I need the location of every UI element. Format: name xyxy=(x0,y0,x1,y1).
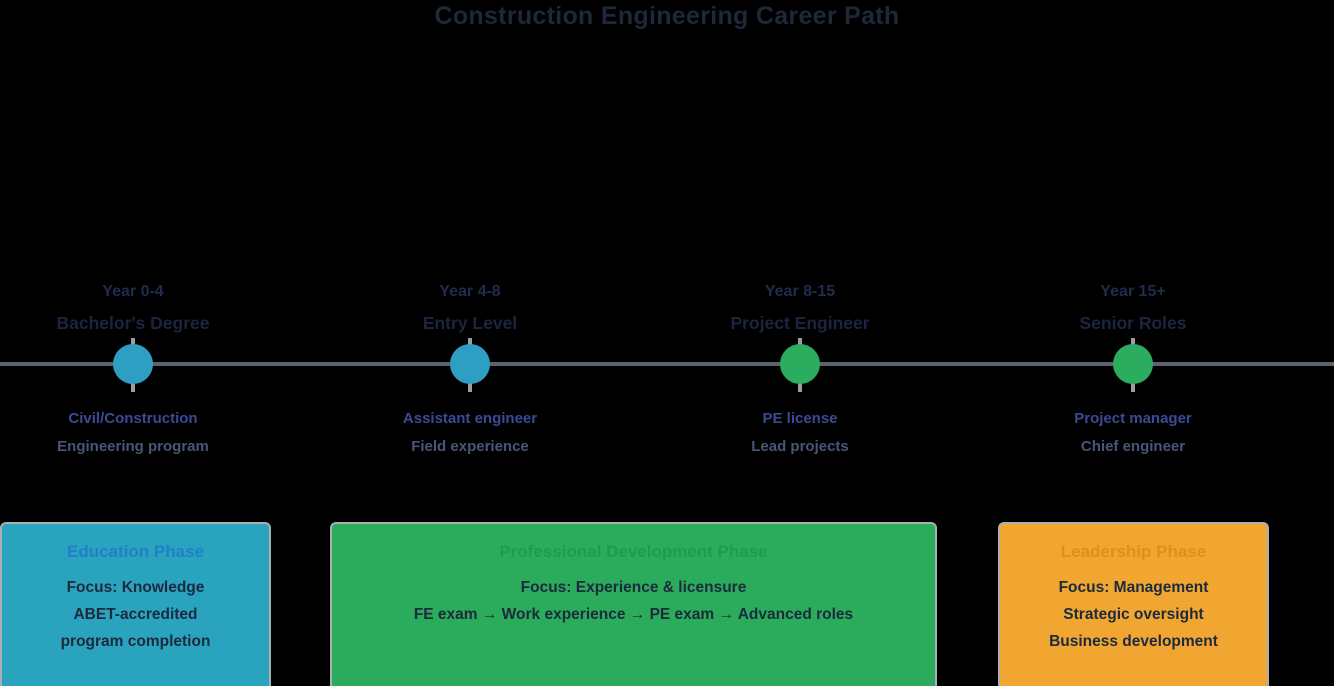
milestone-detail-1: Civil/Construction xyxy=(68,410,198,427)
phase-title: Professional Development Phase xyxy=(499,542,768,561)
milestone-detail-2: Engineering program xyxy=(57,438,209,455)
milestone-year-label: Year 0-4 xyxy=(102,283,164,300)
milestone-dot-icon xyxy=(780,344,820,384)
milestone-year-label: Year 15+ xyxy=(1100,283,1166,300)
milestone-role-label: Entry Level xyxy=(422,313,518,333)
phase-text-line: Business development xyxy=(1049,633,1218,650)
phase-box: Professional Development Phase Focus: Ex… xyxy=(330,522,937,686)
phase-title: Leadership Phase xyxy=(1060,542,1207,561)
milestone-detail-1: Assistant engineer xyxy=(402,410,538,427)
milestone-year-label: Year 8-15 xyxy=(764,283,836,300)
phase-title: Education Phase xyxy=(67,542,204,561)
phase-lines: Focus: Experience & licensure FE exam → W… xyxy=(332,574,935,628)
milestone-role-label: Project Engineer xyxy=(730,313,870,333)
milestone-dot-icon xyxy=(113,344,153,384)
milestone-dot-icon xyxy=(450,344,490,384)
milestone-year-label: Year 4-8 xyxy=(439,283,501,300)
phase-text-line: Focus: Knowledge xyxy=(66,579,205,596)
milestone-detail-2: Field experience xyxy=(411,438,529,455)
milestone-detail-2: Lead projects xyxy=(751,438,849,455)
diagram-title: Construction Engineering Career Path xyxy=(434,2,900,30)
phase-text-line: Strategic oversight xyxy=(1063,606,1204,623)
milestone-detail-2: Chief engineer xyxy=(1080,438,1186,455)
phase-text-line: ABET-accredited xyxy=(73,606,198,623)
phase-text-line: FE exam → Work experience → PE exam → Ad… xyxy=(413,606,854,623)
milestone-detail-1: PE license xyxy=(762,410,838,427)
phase-text-line: program completion xyxy=(60,633,211,650)
milestone-detail-1: Project manager xyxy=(1074,410,1192,427)
milestone-dot-icon xyxy=(1113,344,1153,384)
phase-text-line: Focus: Management xyxy=(1058,579,1209,596)
timeline-line xyxy=(0,362,1334,366)
milestone-role-label: Bachelor's Degree xyxy=(56,313,210,333)
phase-text-line: Focus: Experience & licensure xyxy=(520,579,747,596)
milestone-role-label: Senior Roles xyxy=(1079,313,1187,333)
